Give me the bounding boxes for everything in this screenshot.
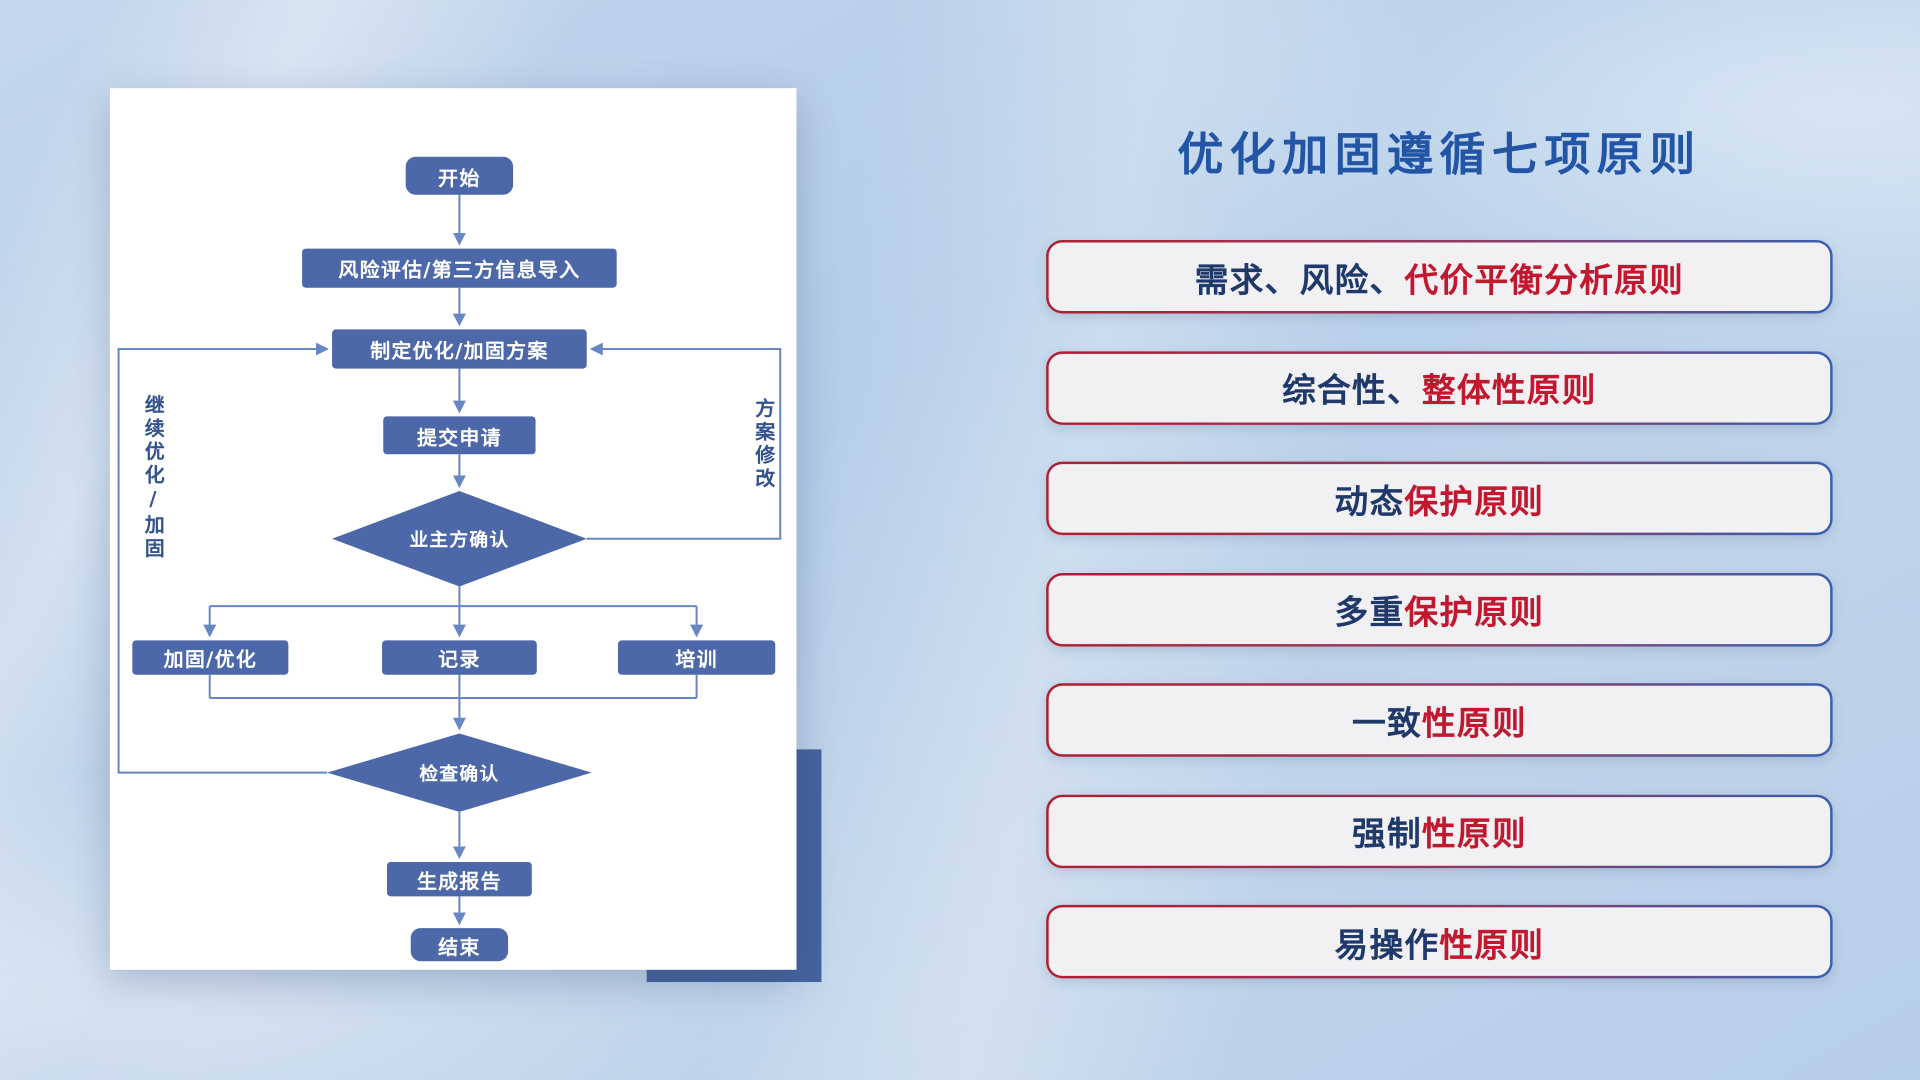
edge-label-continue-optimize: 继续优化/加固 xyxy=(141,394,165,561)
flow-node-submit-request: 提交申请 xyxy=(383,416,536,455)
principle-5-text-primary: 一致 xyxy=(1351,704,1422,743)
principle-1-text-primary: 需求、风险、 xyxy=(1194,261,1405,300)
principle-2-text-accent: 整体性原则 xyxy=(1421,372,1597,411)
page-title: 优化加固遵循七项原则 xyxy=(1177,128,1702,182)
principle-7-text-primary: 易操作 xyxy=(1334,926,1440,965)
principle-pill-3-body: 动态保护原则 xyxy=(1048,464,1831,533)
flowchart-connectors xyxy=(117,194,782,926)
principle-7-text-accent: 性原则 xyxy=(1439,926,1545,965)
flow-node-reinforce-optimize: 加固/优化 xyxy=(132,640,289,675)
principle-pill-4-body: 多重保护原则 xyxy=(1048,574,1831,644)
principle-3-text-accent: 保护原则 xyxy=(1404,483,1545,522)
flowchart-card: 开始 风险评估/第三方信息导入 制定优化/加固方案 提交申请 业主方确认 加固/… xyxy=(109,88,797,970)
principle-3-text-primary: 动态 xyxy=(1334,483,1405,522)
flow-node-generate-report: 生成报告 xyxy=(386,862,532,897)
principle-2-text-primary: 综合性、 xyxy=(1282,372,1422,411)
principle-4-text-accent: 保护原则 xyxy=(1404,593,1545,632)
flow-node-make-plan: 制定优化/加固方案 xyxy=(332,329,587,369)
principle-pill-6-body: 强制性原则 xyxy=(1048,796,1831,866)
principle-pill-5: 一致性原则 xyxy=(1046,683,1833,757)
principles-list: 需求、风险、代价平衡分析原则 综合性、整体性原则 动态保护原则 多重保护原则 一… xyxy=(1046,240,1833,979)
principle-1-text-accent: 代价平衡分析原则 xyxy=(1404,261,1685,300)
principle-pill-2-body: 综合性、整体性原则 xyxy=(1048,353,1831,422)
principle-6-text-accent: 性原则 xyxy=(1421,815,1527,854)
flow-node-start: 开始 xyxy=(405,156,514,195)
principle-5-text-accent: 性原则 xyxy=(1421,704,1527,743)
flow-node-record: 记录 xyxy=(382,640,537,675)
principle-pill-1: 需求、风险、代价平衡分析原则 xyxy=(1046,240,1833,314)
flow-node-risk-import: 风险评估/第三方信息导入 xyxy=(302,248,617,288)
flow-node-end: 结束 xyxy=(410,928,509,962)
edge-label-plan-modify: 方案修改 xyxy=(751,397,776,492)
flow-node-owner-confirm-label: 业主方确认 xyxy=(409,528,510,551)
principle-4-text-primary: 多重 xyxy=(1334,593,1405,632)
principle-pill-6: 强制性原则 xyxy=(1046,794,1833,868)
principle-pill-3: 动态保护原则 xyxy=(1046,461,1833,536)
flow-node-training: 培训 xyxy=(617,640,776,675)
principle-pill-5-body: 一致性原则 xyxy=(1048,685,1831,755)
principle-pill-7: 易操作性原则 xyxy=(1046,904,1833,979)
principle-pill-4: 多重保护原则 xyxy=(1046,572,1833,646)
principle-pill-1-body: 需求、风险、代价平衡分析原则 xyxy=(1048,242,1831,312)
principle-pill-2: 综合性、整体性原则 xyxy=(1046,350,1833,425)
flow-node-check-confirm-label: 检查确认 xyxy=(419,762,500,785)
principle-pill-7-body: 易操作性原则 xyxy=(1048,907,1831,976)
principle-6-text-primary: 强制 xyxy=(1351,815,1422,854)
